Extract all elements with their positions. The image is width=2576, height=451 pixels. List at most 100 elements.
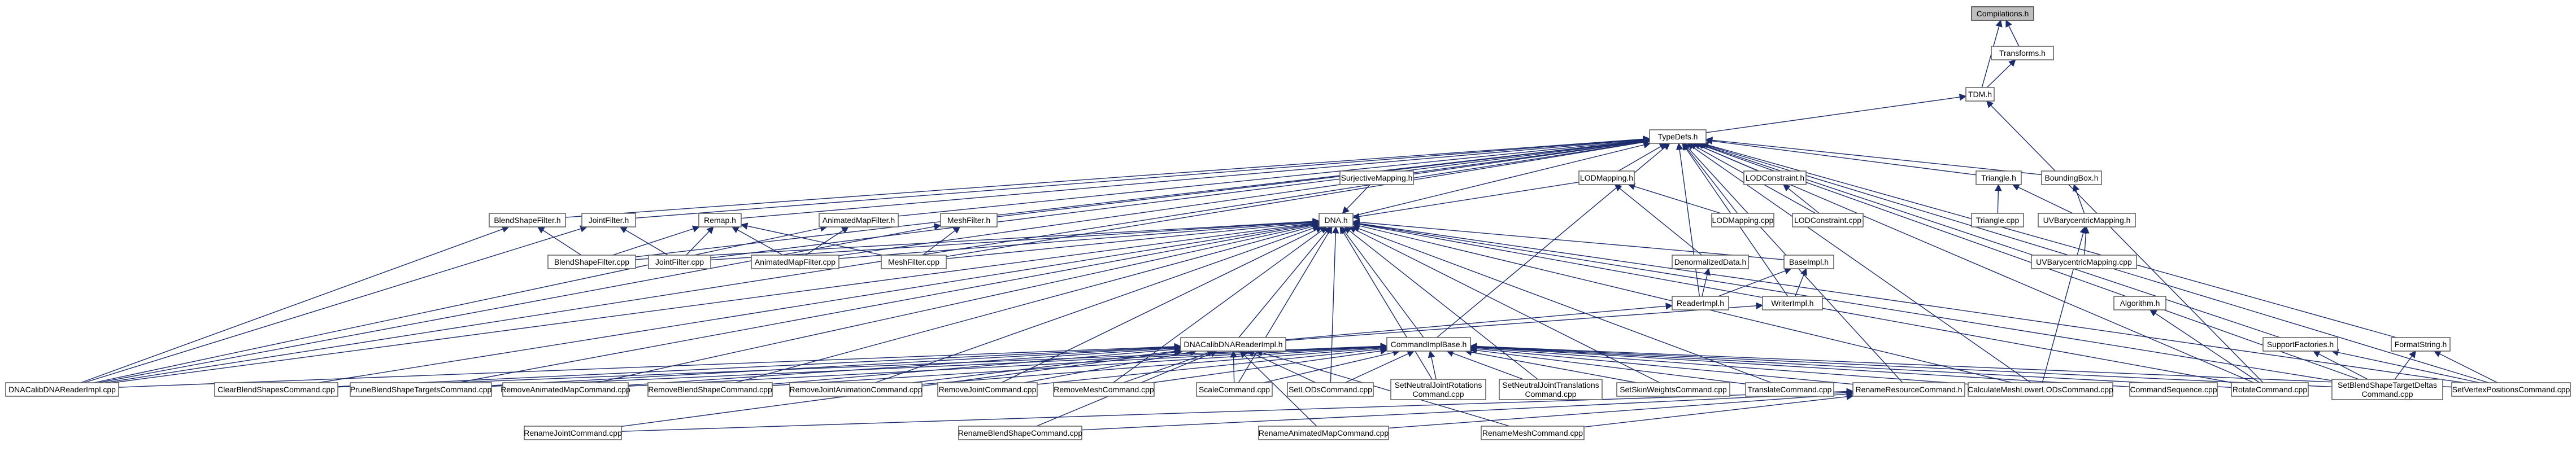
edge-jointfilter_cpp-to-remap_h bbox=[686, 226, 714, 256]
node-dnacalibdnareaderimpl-h[interactable]: DNACalibDNAReaderImpl.h bbox=[1180, 337, 1286, 352]
node-dna-h[interactable]: DNA.h bbox=[1319, 213, 1354, 227]
edge-jointfilter_cpp-to-typedefs_h bbox=[710, 137, 1651, 259]
node-baseimpl-h[interactable]: BaseImpl.h bbox=[1783, 255, 1834, 269]
node-lodconstraint-cpp[interactable]: LODConstraint.cpp bbox=[1792, 213, 1864, 227]
node-renameanimatedmapcommand-cpp[interactable]: RenameAnimatedMapCommand.cpp bbox=[1258, 426, 1389, 440]
node-label: Remap.h bbox=[704, 216, 736, 225]
edge-setneutraljointrotationscommand_cpp-to-dna_h bbox=[1339, 226, 1433, 380]
node-label: JointFilter.h bbox=[589, 216, 629, 225]
file-nodes: Compilations.hTransforms.hTDM.hTypeDefs.… bbox=[5, 6, 2571, 440]
node-animatedmapfilter-h[interactable]: AnimatedMapFilter.h bbox=[819, 213, 899, 227]
node-tdm-h[interactable]: TDM.h bbox=[1965, 87, 1995, 102]
edge-lodmapping_h-to-typedefs_h bbox=[1618, 143, 1667, 172]
node-lodconstraint-h[interactable]: LODConstraint.h bbox=[1743, 170, 1807, 185]
node-uvbarycentricmapping-h[interactable]: UVBarycentricMapping.h bbox=[2038, 213, 2136, 227]
node-lodmapping-cpp[interactable]: LODMapping.cpp bbox=[1711, 213, 1774, 227]
node-translatecommand-cpp[interactable]: TranslateCommand.cpp bbox=[1745, 382, 1834, 397]
node-box bbox=[489, 213, 566, 227]
node-commandsequence-cpp[interactable]: CommandSequence.cpp bbox=[2129, 382, 2218, 397]
node-uvbarycentricmapping-cpp[interactable]: UVBarycentricMapping.cpp bbox=[2031, 255, 2137, 269]
edge-setblendshapetargetdeltascommand_cpp-to-dna_h bbox=[1352, 220, 2333, 381]
edge-renameanimatedmapcommand_cpp-to-dnacalibdnareaderimpl_h bbox=[1239, 351, 1317, 427]
node-label: WriterImpl.h bbox=[1771, 299, 1813, 308]
node-blendshapefilter-cpp[interactable]: BlendShapeFilter.cpp bbox=[547, 255, 636, 269]
node-jointfilter-h[interactable]: JointFilter.h bbox=[581, 213, 636, 227]
node-transforms-h[interactable]: Transforms.h bbox=[1991, 46, 2054, 60]
edge-blendshapefilter_cpp-to-blendshapefilter_h bbox=[537, 226, 582, 256]
node-meshfilter-h[interactable]: MeshFilter.h bbox=[940, 213, 998, 227]
node-box bbox=[1319, 213, 1354, 227]
node-label: AnimatedMapFilter.cpp bbox=[755, 257, 836, 266]
node-renameblendshapecommand-cpp[interactable]: RenameBlendShapeCommand.cpp bbox=[958, 426, 1082, 440]
node-animatedmapfilter-cpp[interactable]: AnimatedMapFilter.cpp bbox=[751, 255, 839, 269]
node-label: TDM.h bbox=[1968, 90, 1992, 99]
node-meshfilter-cpp[interactable]: MeshFilter.cpp bbox=[881, 255, 947, 269]
node-setvertexpositionscommand-cpp[interactable]: SetVertexPositionsCommand.cpp bbox=[2451, 382, 2571, 397]
node-writerimpl-h[interactable]: WriterImpl.h bbox=[1762, 296, 1823, 310]
node-compilations-h[interactable]: Compilations.h bbox=[1971, 6, 2034, 21]
node-box bbox=[881, 255, 947, 269]
edge-setblendshapetargetdeltascommand_cpp-to-supportfactories_h bbox=[2312, 351, 2368, 380]
node-commandimplbase-h[interactable]: CommandImplBase.h bbox=[1386, 337, 1471, 352]
edge-removeanimatedmapcommand_cpp-to-dna_h bbox=[596, 221, 1320, 383]
node-triangle-cpp[interactable]: Triangle.cpp bbox=[1971, 213, 2024, 227]
edge-meshfilter_cpp-to-remap_h bbox=[740, 222, 883, 256]
node-boundingbox-h[interactable]: BoundingBox.h bbox=[2041, 170, 2102, 185]
node-blendshapefilter-h[interactable]: BlendShapeFilter.h bbox=[489, 213, 566, 227]
node-box bbox=[1672, 255, 1749, 269]
node-formatstring-h[interactable]: FormatString.h bbox=[2391, 337, 2451, 352]
node-box bbox=[1783, 255, 1834, 269]
edge-transforms_h-to-compilations_h bbox=[2005, 19, 2020, 47]
node-supportfactories-h[interactable]: SupportFactories.h bbox=[2262, 337, 2338, 352]
node-calculatemeshlowerlodscommand-cpp[interactable]: CalculateMeshLowerLODsCommand.cpp bbox=[1968, 382, 2113, 397]
node-scalecommand-cpp[interactable]: ScaleCommand.cpp bbox=[1196, 382, 1273, 397]
edge-jointfilter_cpp-to-dna_h bbox=[710, 218, 1320, 261]
node-box bbox=[648, 255, 711, 269]
node-label: DNACalibDNAReaderImpl.h bbox=[1183, 340, 1282, 349]
node-box bbox=[1180, 337, 1286, 352]
node-removeanimatedmapcommand-cpp[interactable]: RemoveAnimatedMapCommand.cpp bbox=[501, 382, 630, 397]
edge-animatedmapfilter_cpp-to-remap_h bbox=[731, 226, 784, 256]
edge-removejointcommand_cpp-to-commandimplbase_h bbox=[1037, 345, 1388, 385]
edge-setskinweightscommand_cpp-to-commandimplbase_h bbox=[1464, 348, 1637, 383]
node-box bbox=[958, 426, 1082, 440]
node-label: MeshFilter.cpp bbox=[888, 257, 939, 266]
node-removeblendshapecommand-cpp[interactable]: RemoveBlendShapeCommand.cpp bbox=[647, 382, 773, 397]
node-setskinweightscommand-cpp[interactable]: SetSkinWeightsCommand.cpp bbox=[1616, 382, 1730, 397]
node-rotatecommand-cpp[interactable]: RotateCommand.cpp bbox=[2231, 382, 2309, 397]
edge-readerimpl_h-to-typedefs_h bbox=[1676, 142, 1700, 297]
node-label: Command.cpp bbox=[1525, 389, 1576, 399]
node-dnacalibdnareaderimpl-cpp[interactable]: DNACalibDNAReaderImpl.cpp bbox=[5, 382, 119, 397]
node-label: SetNeutralJointTranslations bbox=[1502, 380, 1599, 389]
node-typedefs-h[interactable]: TypeDefs.h bbox=[1649, 129, 1707, 144]
node-denormalizeddata-h[interactable]: DenormalizedData.h bbox=[1672, 255, 1749, 269]
node-setlodscommand-cpp[interactable]: SetLODsCommand.cpp bbox=[1287, 382, 1374, 397]
node-label: SupportFactories.h bbox=[2267, 340, 2334, 349]
node-jointfilter-cpp[interactable]: JointFilter.cpp bbox=[648, 255, 711, 269]
edge-setneutraljointrotationscommand_cpp-to-commandimplbase_h bbox=[1428, 350, 1437, 380]
edge-setlodscommand_cpp-to-commandimplbase_h bbox=[1344, 351, 1415, 383]
node-readerimpl-h[interactable]: ReaderImpl.h bbox=[1672, 296, 1729, 310]
node-clearblendshapescommand-cpp[interactable]: ClearBlendShapesCommand.cpp bbox=[214, 382, 338, 397]
edge-clearblendshapescommand_cpp-to-dna_h bbox=[318, 220, 1320, 383]
edge-translatecommand_cpp-to-dna_h bbox=[1352, 225, 1772, 383]
node-surjectivemapping-h[interactable]: SurjectiveMapping.h bbox=[1339, 170, 1414, 185]
node-removejointcommand-cpp[interactable]: RemoveJointCommand.cpp bbox=[937, 382, 1038, 397]
node-box bbox=[2113, 296, 2166, 310]
node-triangle-h[interactable]: Triangle.h bbox=[1975, 170, 2022, 185]
edge-remap_h-to-typedefs_h bbox=[741, 136, 1651, 219]
node-lodmapping-h[interactable]: LODMapping.h bbox=[1578, 170, 1635, 185]
node-renamemeshcommand-cpp[interactable]: RenameMeshCommand.cpp bbox=[1481, 426, 1585, 440]
node-renameresourcecommand-h[interactable]: RenameResourceCommand.h bbox=[1852, 382, 1965, 397]
node-removemeshcommand-cpp[interactable]: RemoveMeshCommand.cpp bbox=[1053, 382, 1155, 397]
node-algorithm-h[interactable]: Algorithm.h bbox=[2113, 296, 2166, 310]
node-renamejointcommand-cpp[interactable]: RenameJointCommand.cpp bbox=[524, 426, 622, 440]
node-label: ReaderImpl.h bbox=[1677, 299, 1724, 308]
node-removejointanimationcommand-cpp[interactable]: RemoveJointAnimationCommand.cpp bbox=[789, 382, 923, 397]
node-remap-h[interactable]: Remap.h bbox=[698, 213, 742, 227]
edge-renameresourcecommand_h-to-commandimplbase_h bbox=[1469, 345, 1853, 385]
node-pruneblendshapetargetscommand-cpp[interactable]: PruneBlendShapeTargetsCommand.cpp bbox=[350, 382, 492, 397]
